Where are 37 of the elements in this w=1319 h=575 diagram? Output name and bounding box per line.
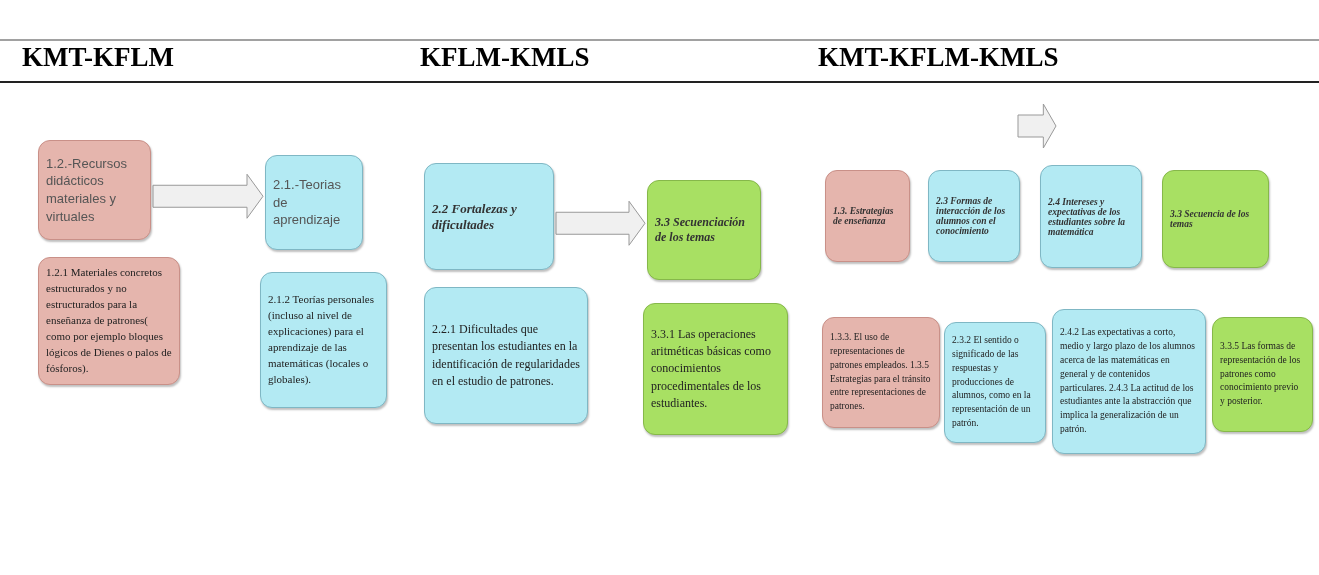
concept-box [1040, 165, 1142, 268]
box-title: 2.2 Fortalezas y dificultades [432, 200, 518, 233]
box-description: 2.1.2 Teorías personales (incluso al nivel de explicaciones) para el aprendizaje de las matemáticas (locales o globales). [268, 292, 375, 387]
box-title: 3.3 Secuenciación de los temas [655, 215, 746, 245]
box-description: 3.3.5 Las formas de representación de los patrones como conocimiento previo y posterior. [1220, 340, 1302, 409]
concept-box [38, 257, 180, 385]
concept-box [1212, 317, 1313, 432]
box-title: 2.4 Intereses y expectativas de los estudiantes sobre la matemática [1048, 196, 1127, 237]
box-title: 3.3 Secuencia de los temas [1170, 209, 1251, 229]
concept-box [1052, 309, 1206, 454]
concept-box [944, 322, 1046, 443]
concept-box [424, 163, 554, 270]
concept-box [647, 180, 761, 280]
box-description: 1.2.1 Materiales concretos estructurados y no estructurados para la enseñanza de patrones( como por ejemplo bloques lógicos de Dienes o palos de fósforos). [46, 265, 172, 376]
box-description: 2.4.2 Las expectativas a corto, medio y largo plazo de los alumnos acerca de las matemáticas en general y de contenidos particulares. 2.4.3 La actitud de los estudiantes ante la abstracción que implica la generalización de un patrón. [1060, 326, 1196, 436]
box-description: 2.2.1 Dificultades que presentan los estudiantes en la identificación de regularidades en el estudio de patrones. [432, 320, 580, 390]
concept-box [822, 317, 940, 428]
concept-box [38, 140, 151, 240]
concept-box [260, 272, 387, 408]
box-description: 1.3.3. El uso de representaciones de patrones empleados. 1.3.5 Estrategias para el tránsito entre representaciones de patrones. [830, 331, 932, 414]
concept-box [928, 170, 1020, 262]
block-arrow [152, 173, 264, 219]
box-title: 1.2.-Recursos didácticos materiales y virtuales [46, 154, 128, 226]
concept-box [1162, 170, 1269, 268]
box-description: 2.3.2 El sentido o significado de las respuestas y producciones de alumnos, como en la representación de un patrón. [952, 334, 1032, 430]
column-heading: KFLM-KMLS [420, 42, 590, 73]
concept-box [643, 303, 788, 435]
column-heading: KMT-KFLM [22, 42, 174, 73]
concept-box [265, 155, 363, 250]
box-title: 2.3 Formas de interacción de los alumnos con el conocimiento [936, 196, 1007, 236]
box-title: 1.3. Estrategias de enseñanza [833, 206, 895, 226]
box-description: 3.3.1 Las operaciones aritméticas básicas como conocimientos procedimentales de los estudiantes. [651, 325, 772, 413]
concept-box [825, 170, 910, 262]
column-heading: KMT-KFLM-KMLS [818, 42, 1059, 73]
box-title: 2.1.-Teorias de aprendizaje [273, 176, 342, 229]
block-arrow [555, 200, 646, 246]
concept-box [424, 287, 588, 424]
